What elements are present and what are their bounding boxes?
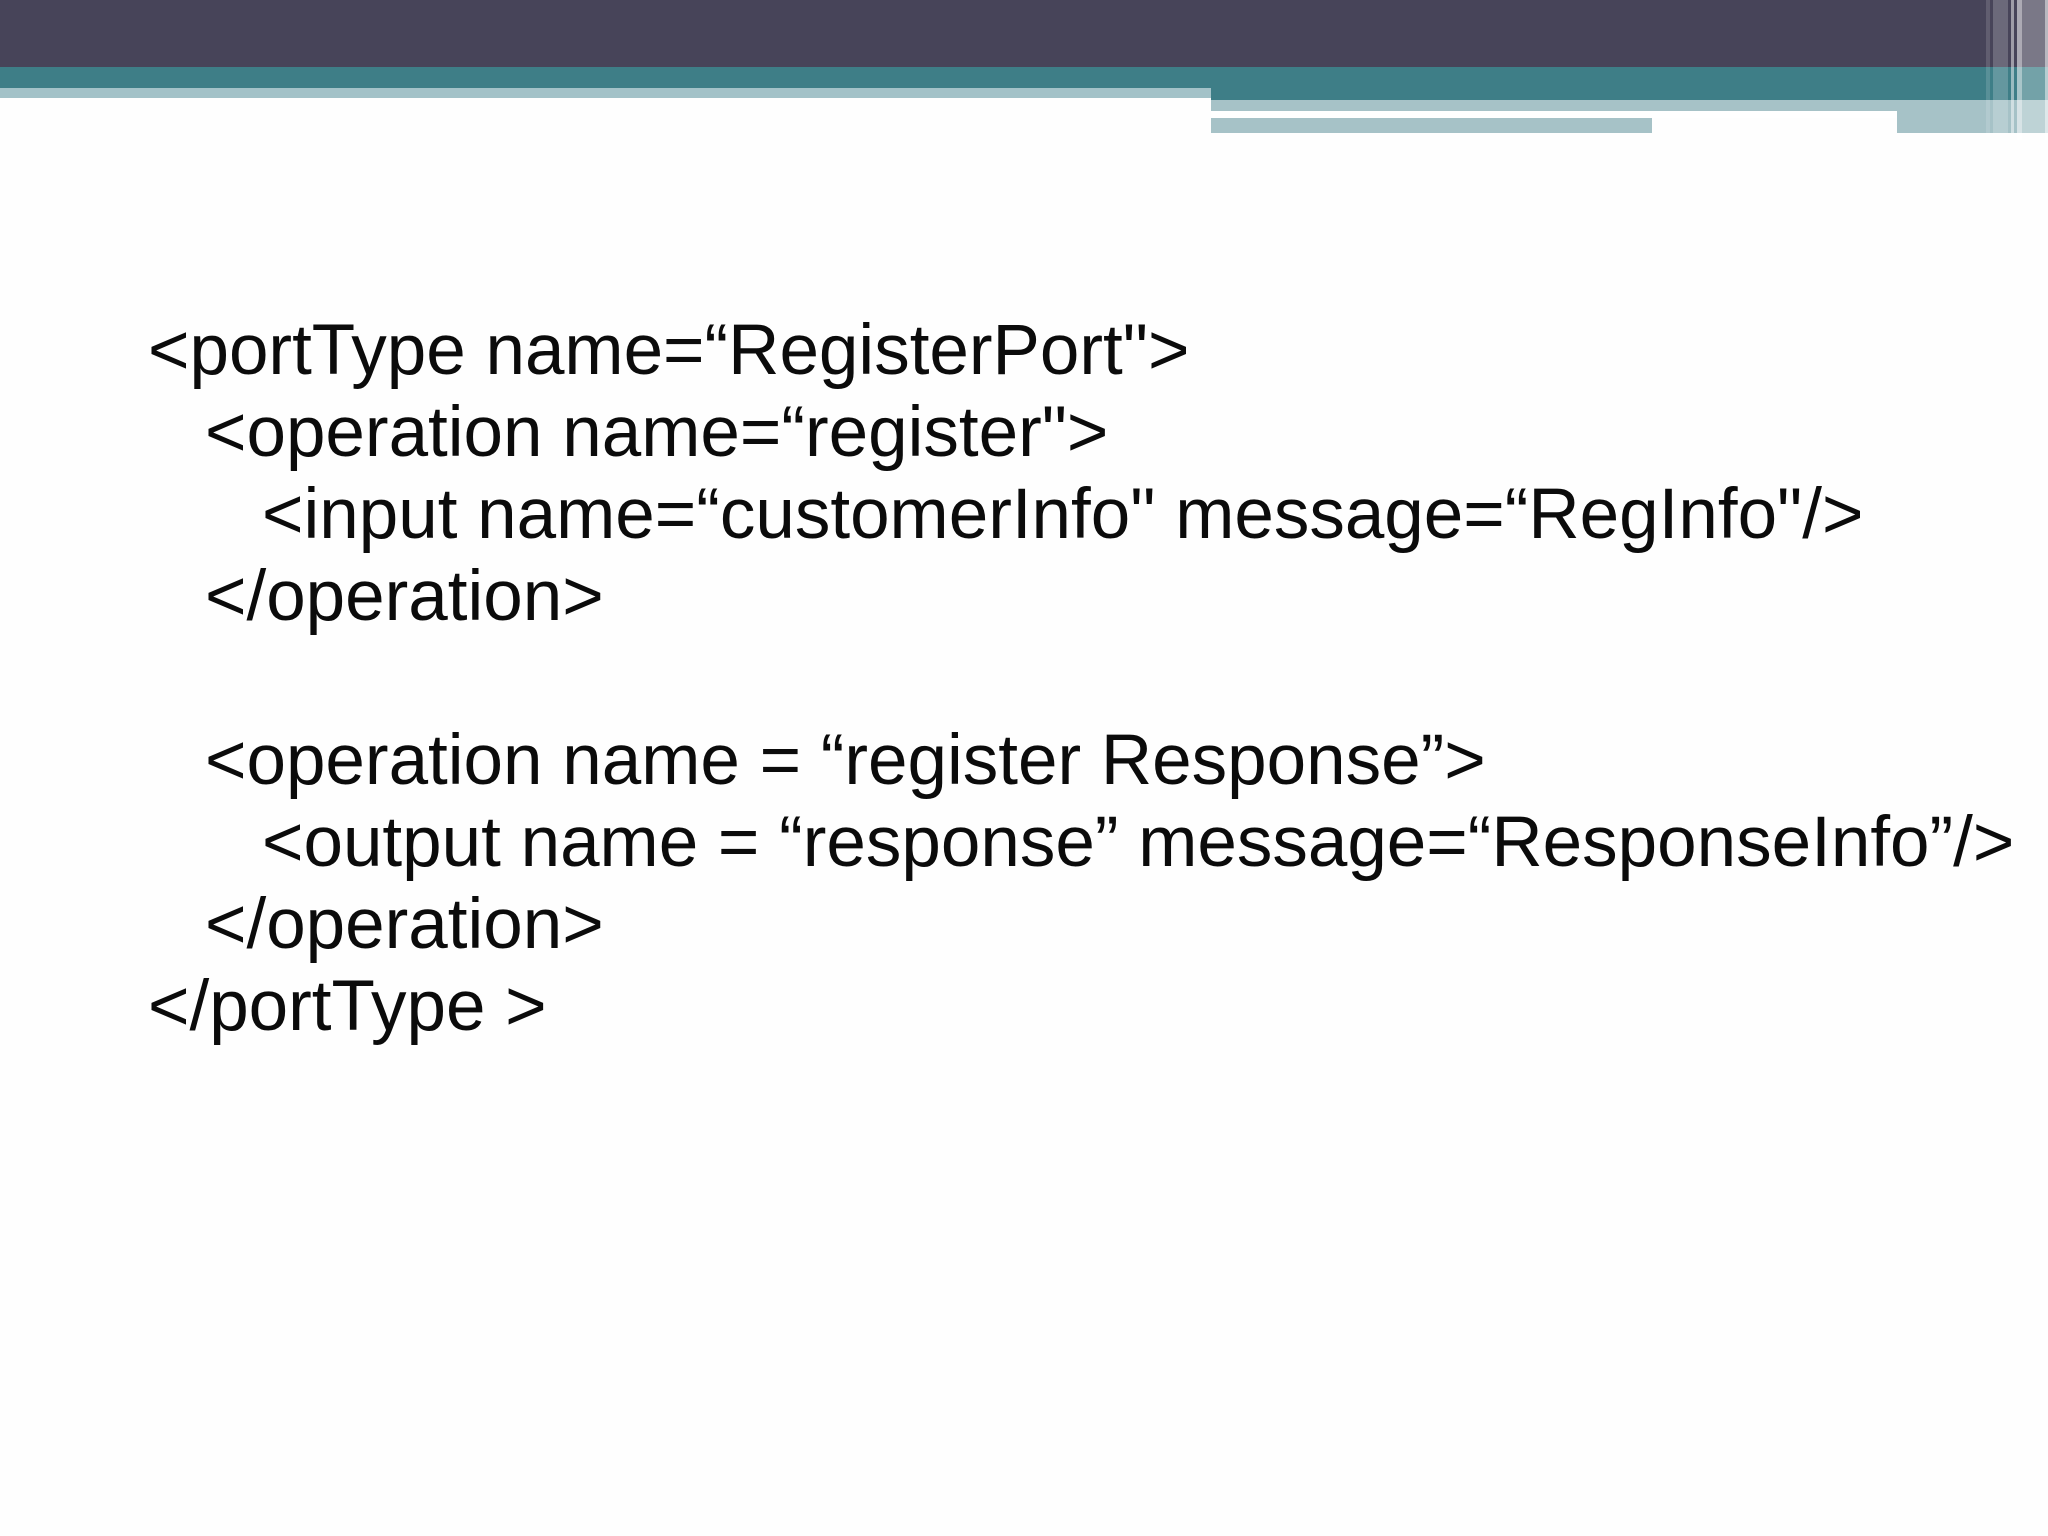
code-line-operation-close-2: </operation> [205,885,604,964]
vertical-stripe [2045,0,2048,140]
header-dark-bar [0,0,2048,67]
corner-stripes-decoration [1986,0,2048,140]
header-light-stripe [0,88,1211,98]
vertical-stripe [2017,0,2022,140]
code-line-input: <input name=“customerInfo" message=“RegI… [262,475,1864,554]
header-teal-extension [1211,88,2048,100]
vertical-stripe [1986,0,1990,140]
code-line-output: <output name = “response” message=“Respo… [262,803,2015,882]
header-overlay-top [1211,100,2048,111]
header-overlay-lower-right [1897,111,2048,133]
vertical-stripe [2011,0,2014,140]
code-line-operation-close-1: </operation> [205,557,604,636]
header-teal-bar [0,67,2048,88]
code-line-operation-response: <operation name = “register Response”> [205,721,1486,800]
vertical-stripe [1993,0,2008,140]
header-white-line [1211,111,1897,118]
code-line-porttype-close: </portType > [148,967,547,1046]
header-overlay-lower-left [1211,118,1652,133]
code-line-porttype-open: <portType name=“RegisterPort"> [148,311,1190,390]
code-line-operation-register: <operation name=“register"> [205,393,1109,472]
code-line-blank [148,638,2014,720]
code-block: <portType name=“RegisterPort"> <operatio… [148,310,2014,1048]
vertical-stripe [2022,0,2045,140]
